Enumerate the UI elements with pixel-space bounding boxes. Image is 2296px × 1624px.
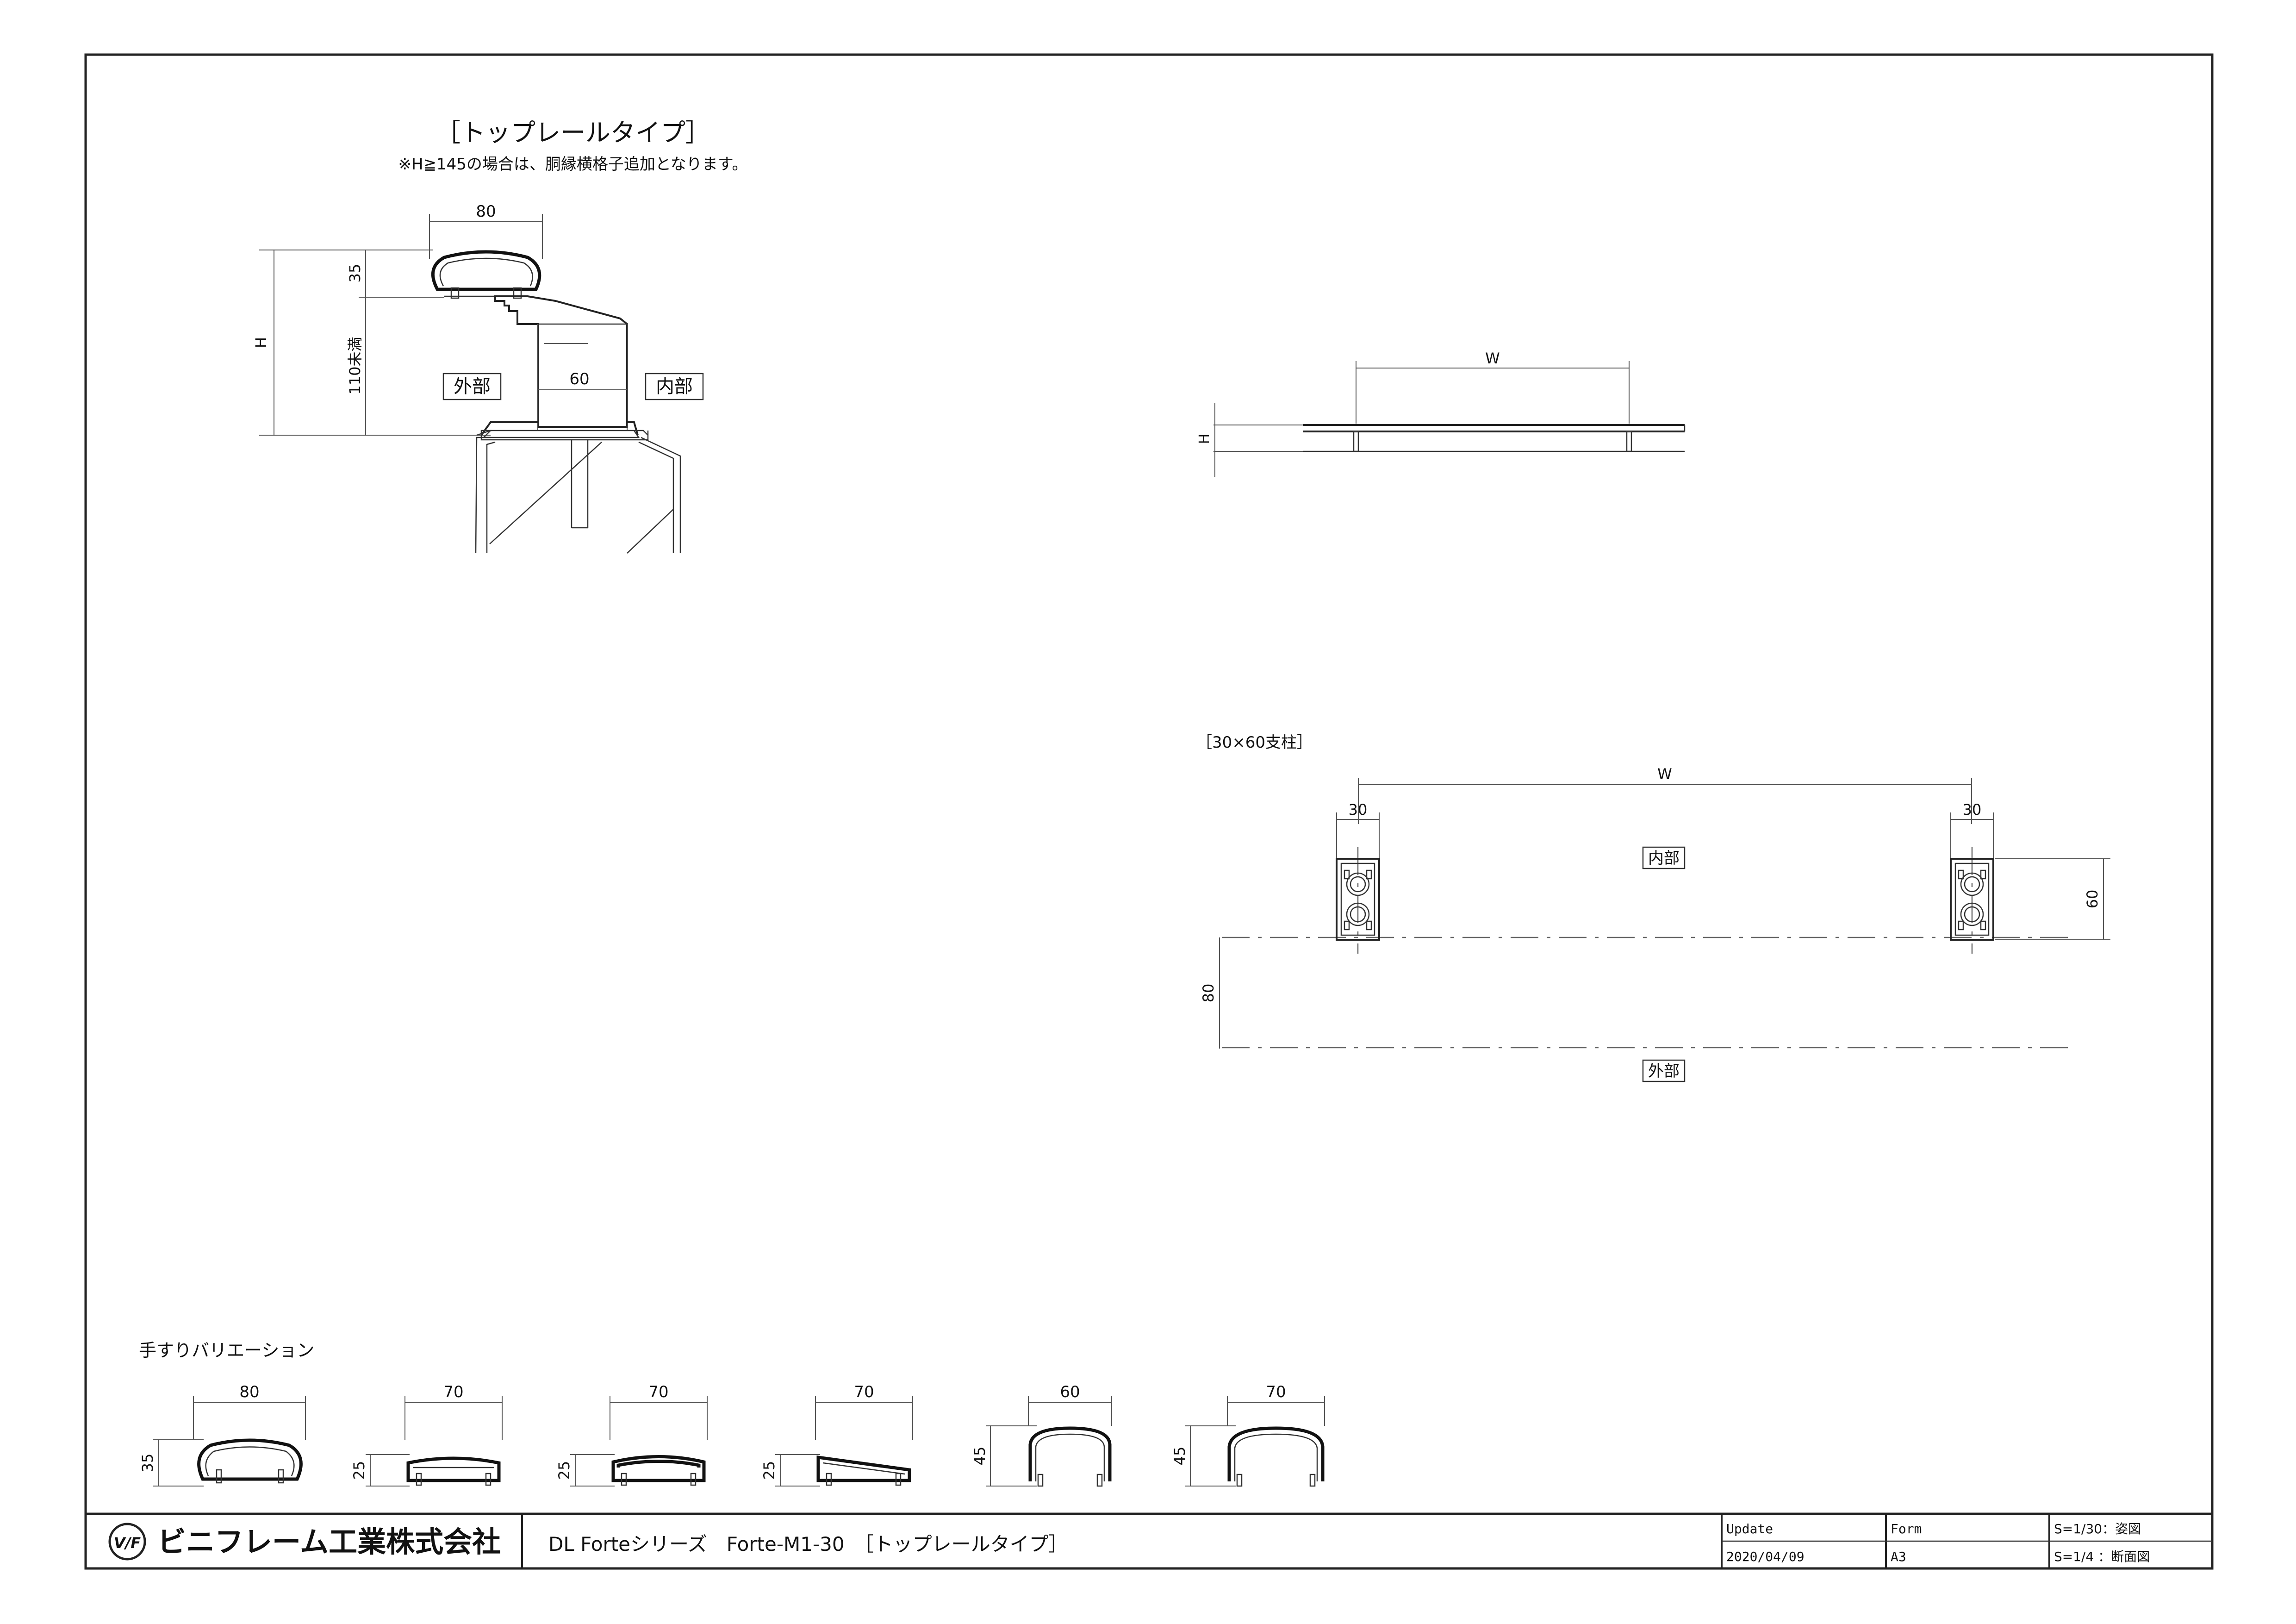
logo-mark: V/F	[114, 1534, 141, 1552]
form-label: Form	[1891, 1521, 1922, 1537]
variation-4: 70 25	[760, 1383, 913, 1487]
variation-3: 70 25	[555, 1383, 708, 1487]
variation-5-height: 45	[971, 1447, 989, 1466]
dim-rail-width: 80	[476, 202, 496, 221]
title-block: V/F ビニフレーム工業株式会社 DL Forteシリーズ Forte-M1-3…	[86, 1512, 2212, 1568]
elevation-dim-h: H	[1196, 434, 1213, 444]
variation-2-height: 25	[350, 1461, 368, 1480]
variation-6: 70 45	[1171, 1383, 1325, 1487]
variation-4-height: 25	[760, 1461, 778, 1480]
dim-rail-height: 35	[346, 264, 364, 283]
plan-dim-depth: 60	[2084, 890, 2101, 909]
drawing-title: DL Forteシリーズ Forte-M1-30 ［トップレールタイプ］	[548, 1533, 1068, 1555]
form-value: A3	[1891, 1549, 1906, 1564]
plan-dim-right-post: 30	[1963, 801, 1982, 818]
plan-label-inside: 内部	[1648, 849, 1680, 868]
update-label: Update	[1726, 1521, 1773, 1537]
variation-3-width: 70	[648, 1383, 668, 1401]
dim-h: H	[252, 337, 270, 348]
label-inside: 内部	[656, 376, 693, 397]
left-post	[1336, 858, 1380, 941]
variation-3-height: 25	[555, 1461, 573, 1480]
elevation-dim-w: W	[1485, 350, 1500, 367]
plan-dim-offset: 80	[1200, 984, 1217, 1003]
variation-2: 70 25	[350, 1383, 503, 1487]
company-name: ビニフレーム工業株式会社	[157, 1525, 501, 1559]
plan-view: ［30×60支柱］ W 30 30 60 80	[1196, 733, 2110, 1082]
right-post	[1950, 858, 1994, 941]
dim-post: 60	[569, 370, 589, 388]
section-note: ※H≧145の場合は、胴縁横格子追加となります。	[398, 155, 747, 174]
scale-section: S=1/4 ：断面図	[2054, 1549, 2150, 1564]
plan-label-outside: 外部	[1648, 1062, 1680, 1081]
drawing-frame	[84, 53, 2214, 1570]
variation-6-width: 70	[1266, 1383, 1286, 1401]
dim-lower: 110未満	[346, 337, 364, 394]
variation-5-width: 60	[1060, 1383, 1080, 1401]
variation-4-width: 70	[854, 1383, 874, 1401]
variation-5: 60 45	[971, 1383, 1112, 1487]
section-title: ［トップレールタイプ］	[436, 118, 710, 147]
variation-1-width: 80	[239, 1383, 259, 1401]
handrail-variations: 手すりバリエーション 80 35 70 25	[139, 1340, 1325, 1487]
company-logo: V/F	[108, 1523, 146, 1561]
plan-dim-left-post: 30	[1349, 801, 1368, 818]
variations-title: 手すりバリエーション	[139, 1340, 314, 1361]
variation-1-height: 35	[139, 1454, 156, 1473]
section-view: ［トップレールタイプ］ ※H≧145の場合は、胴縁横格子追加となります。 80 …	[252, 118, 748, 554]
elevation-view: W H	[1196, 350, 1686, 477]
label-outside: 外部	[454, 376, 491, 397]
variation-2-width: 70	[443, 1383, 463, 1401]
plan-dim-w: W	[1657, 765, 1672, 783]
variation-1: 80 35	[139, 1383, 306, 1487]
scale-elevation: S=1/30：姿図	[2054, 1521, 2141, 1537]
plan-title: ［30×60支柱］	[1196, 733, 1313, 752]
variation-6-height: 45	[1171, 1447, 1188, 1466]
update-value: 2020/04/09	[1726, 1549, 1804, 1564]
